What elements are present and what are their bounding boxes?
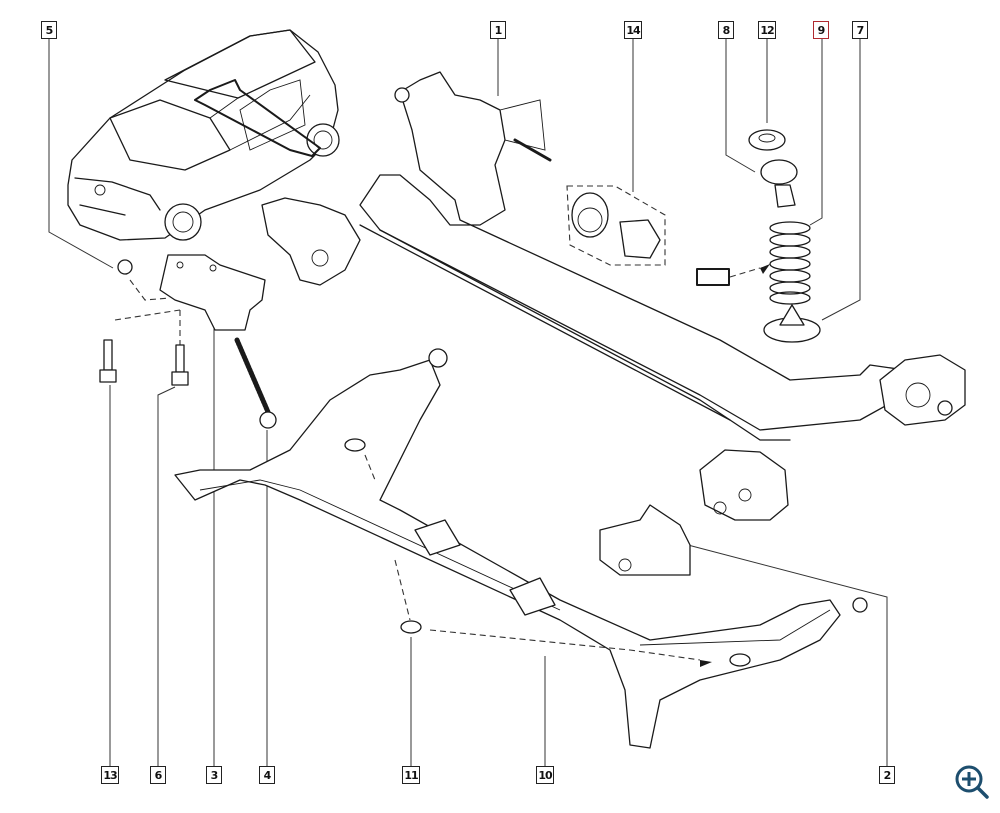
callout-13[interactable]: 13 xyxy=(101,766,119,784)
leader-6 xyxy=(157,386,176,766)
callout-5[interactable]: 5 xyxy=(41,21,57,39)
callout-9[interactable]: 9 xyxy=(813,21,829,39)
left-bracket xyxy=(99,254,277,429)
zoom-in-icon xyxy=(955,765,989,799)
car-illustration xyxy=(67,29,340,241)
callout-7[interactable]: 7 xyxy=(852,21,868,39)
callout-6[interactable]: 6 xyxy=(150,766,166,784)
callout-2[interactable]: 2 xyxy=(879,766,895,784)
callout-11[interactable]: 11 xyxy=(402,766,420,784)
leader-2 xyxy=(687,544,888,766)
leader-7 xyxy=(821,38,861,321)
callout-12[interactable]: 12 xyxy=(758,21,776,39)
zoom-in-button[interactable] xyxy=(952,762,992,802)
callout-1[interactable]: 1 xyxy=(490,21,506,39)
rear-axle-beam xyxy=(261,71,966,521)
lower-crossmember xyxy=(174,348,868,749)
spring-assembly xyxy=(696,129,821,343)
callout-4[interactable]: 4 xyxy=(259,766,275,784)
bushing-kit xyxy=(566,185,666,266)
coil-spring xyxy=(769,221,811,305)
leader-lines xyxy=(48,38,888,766)
callout-8[interactable]: 8 xyxy=(718,21,734,39)
callout-3[interactable]: 3 xyxy=(206,766,222,784)
leader-9 xyxy=(809,38,823,226)
leader-8 xyxy=(725,38,756,173)
leader-5 xyxy=(48,38,114,269)
callout-14[interactable]: 14 xyxy=(624,21,642,39)
callout-10[interactable]: 10 xyxy=(536,766,554,784)
